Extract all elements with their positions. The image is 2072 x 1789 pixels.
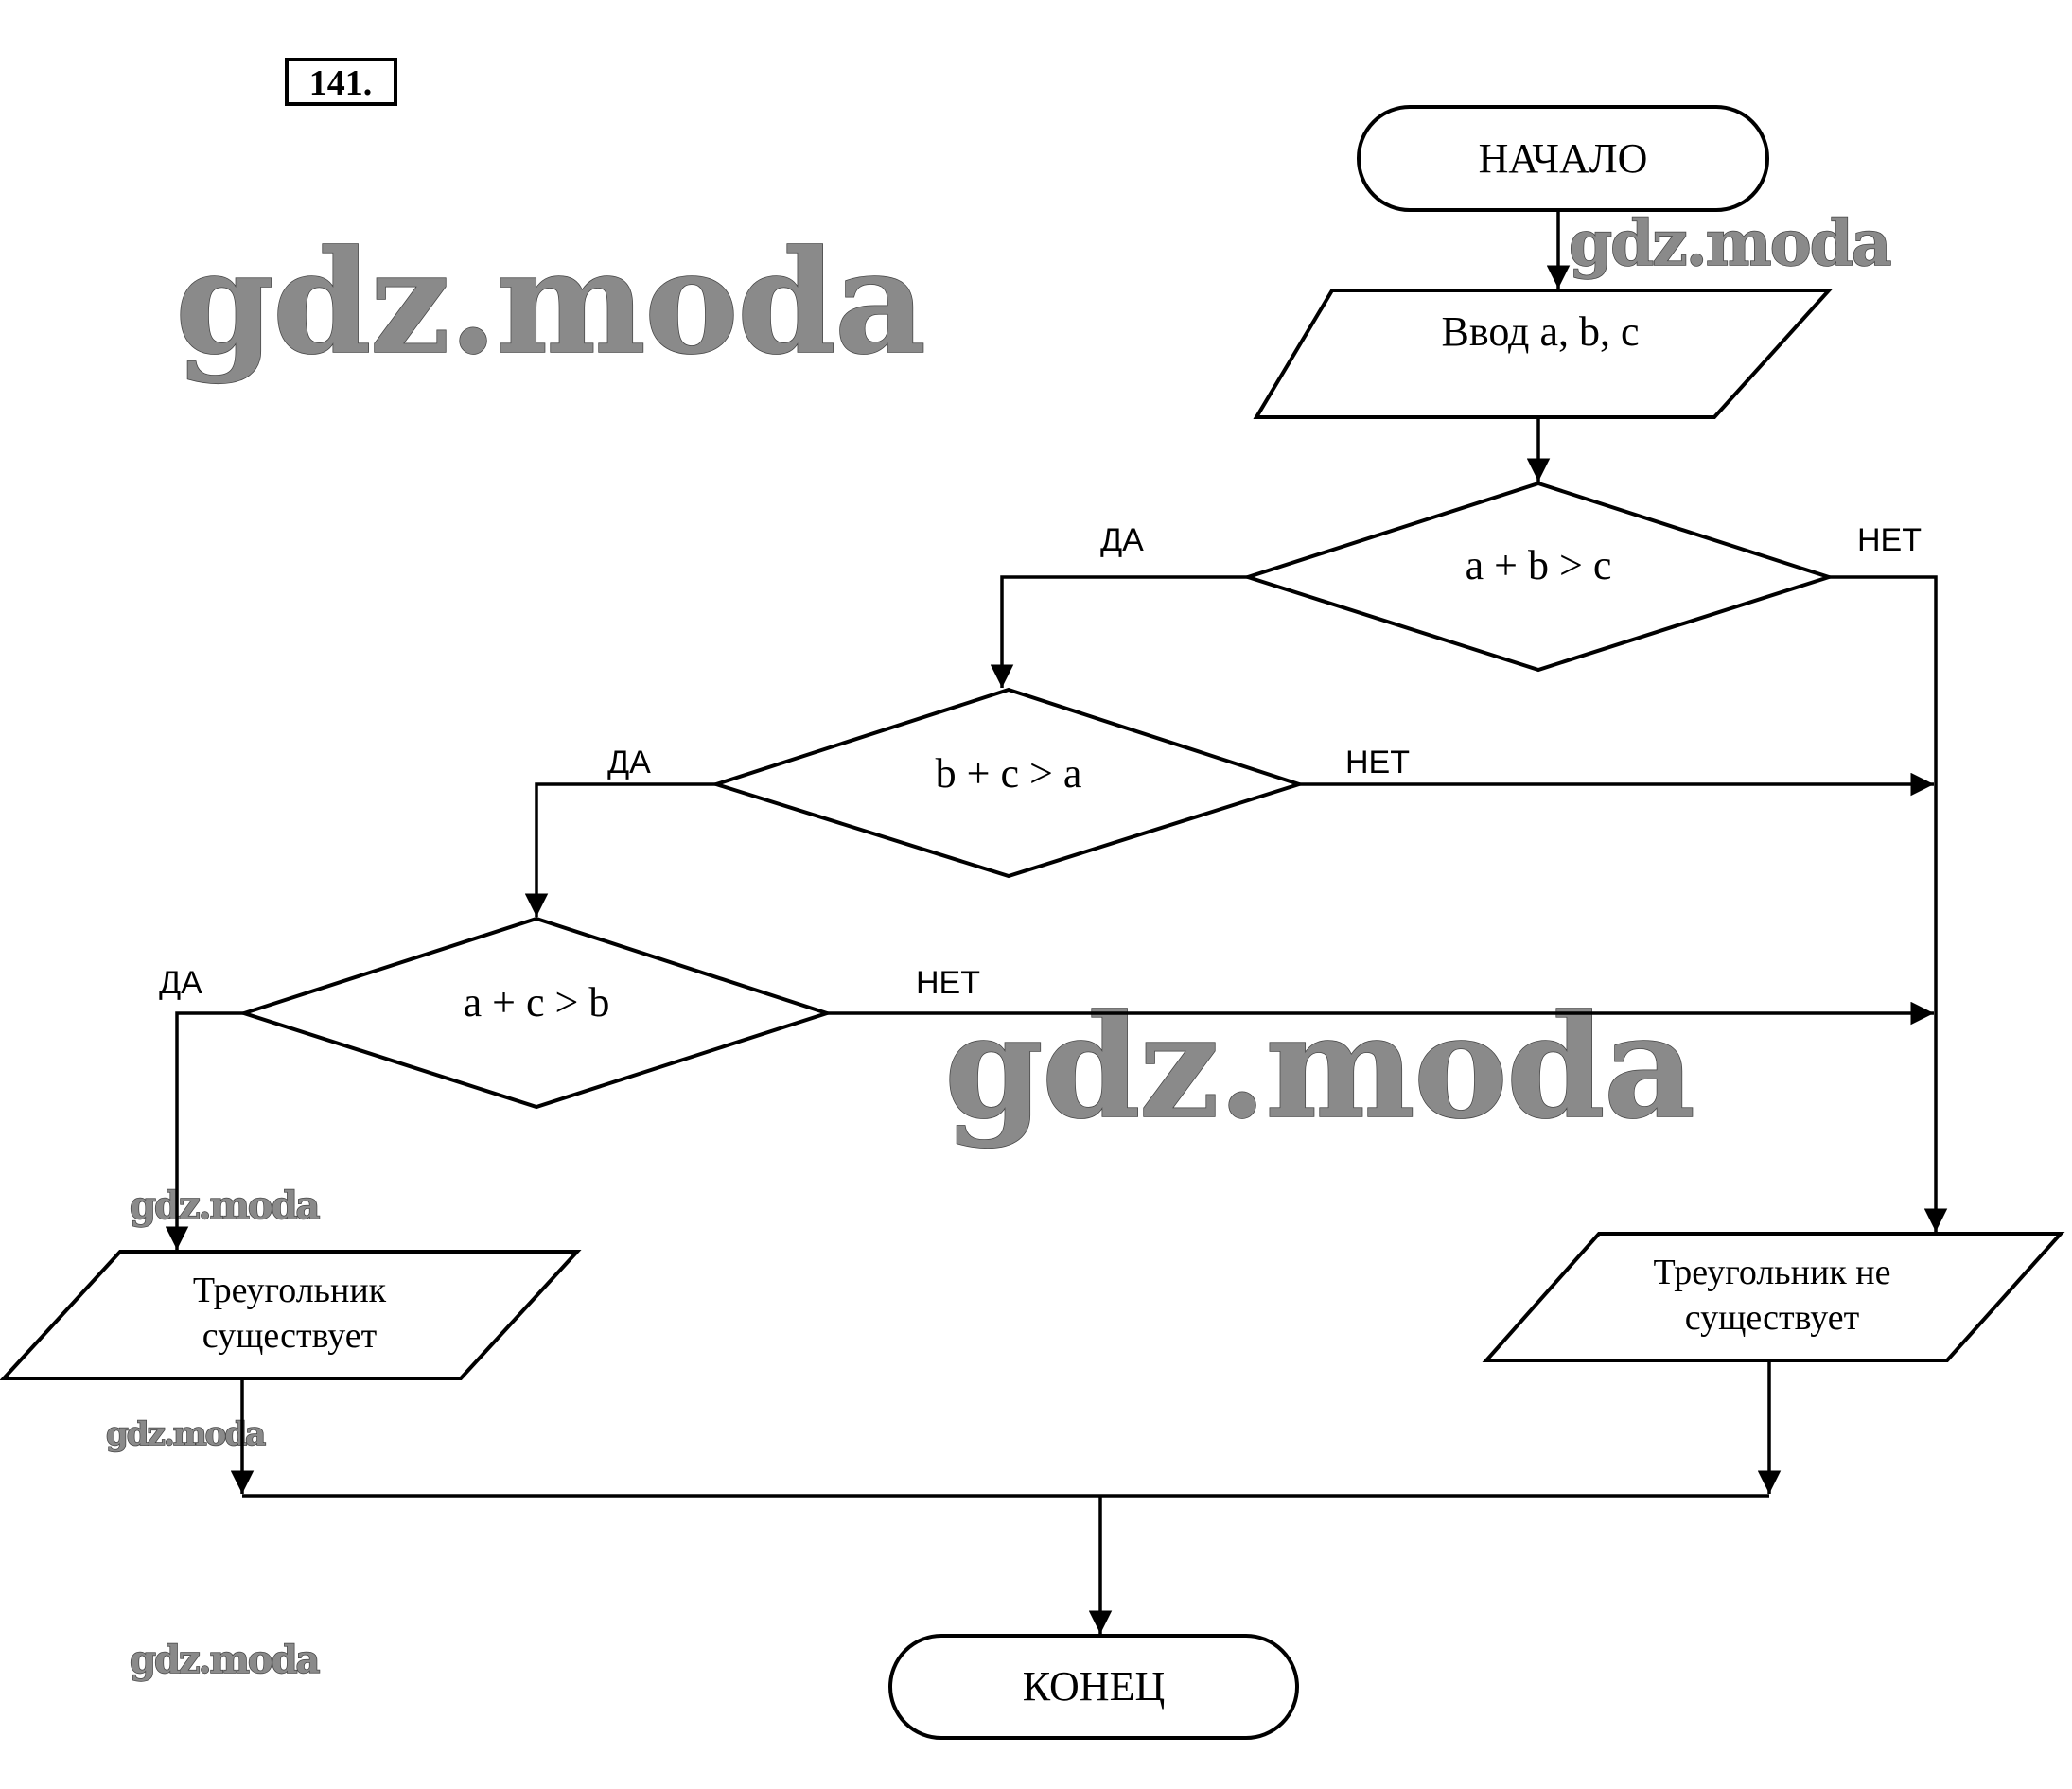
input-label: Ввод a, b, c: [1442, 308, 1640, 355]
output-exists-line1: Треугольник: [193, 1271, 387, 1310]
end-terminal: КОНЕЦ: [888, 1634, 1299, 1740]
watermark-large-middle: gdz.moda: [944, 984, 1694, 1150]
end-label: КОНЕЦ: [1023, 1663, 1165, 1710]
decision-3: a + c > b: [237, 916, 834, 1110]
arrow-cond3-yes: [165, 1011, 244, 1250]
output-not-exists-line1: Треугольник не: [1654, 1253, 1891, 1292]
decision-2-shape: [710, 687, 1306, 879]
decision-1-no-label: НЕТ: [1857, 522, 1922, 558]
problem-number: 141.: [285, 58, 397, 106]
decision-3-no-label: НЕТ: [916, 965, 980, 1001]
output-not-exists-line2: существует: [1685, 1298, 1860, 1338]
decision-2-no-label: НЕТ: [1345, 745, 1410, 780]
decision-3-shape: [237, 916, 834, 1110]
arrow-cond2-yes: [524, 782, 716, 917]
end-terminal-shape: [888, 1634, 1299, 1740]
decision-1: a + b > c: [1241, 481, 1835, 673]
decision-3-yes-label: ДА: [159, 965, 202, 1001]
output-exists: Треугольник существует: [0, 1250, 582, 1380]
problem-number-text: 141.: [309, 63, 373, 103]
output-exists-line2: существует: [202, 1316, 378, 1356]
output-not-exists-shape: [1482, 1232, 2065, 1362]
start-terminal-shape: [1357, 105, 1769, 212]
watermark-small-1: gdz.moda: [130, 1184, 320, 1228]
input-block: Ввод a, b, c: [1253, 289, 1834, 419]
watermark-small-3: gdz.moda: [130, 1638, 320, 1682]
arrow-cond1-yes: [990, 575, 1248, 688]
input-block-shape: [1253, 289, 1834, 419]
arrow-cond1-no: [1829, 575, 1948, 1232]
problem-number-box: [285, 58, 397, 106]
watermark-large-top: gdz.moda: [175, 219, 924, 386]
output-exists-shape: [0, 1250, 582, 1380]
output-not-exists: Треугольник не существует: [1482, 1232, 2065, 1362]
decision-1-yes-label: ДА: [1100, 522, 1144, 558]
decision-1-label: a + b > c: [1466, 542, 1612, 588]
decision-2: b + c > a: [710, 687, 1306, 879]
decision-2-yes-label: ДА: [607, 745, 651, 780]
start-label: НАЧАЛО: [1479, 135, 1648, 182]
decision-2-label: b + c > a: [936, 750, 1082, 797]
decision-1-shape: [1241, 481, 1835, 673]
start-terminal: НАЧАЛО: [1357, 105, 1769, 212]
decision-3-label: a + c > b: [464, 979, 610, 1026]
watermark-start: gdz.moda: [1569, 206, 1891, 280]
